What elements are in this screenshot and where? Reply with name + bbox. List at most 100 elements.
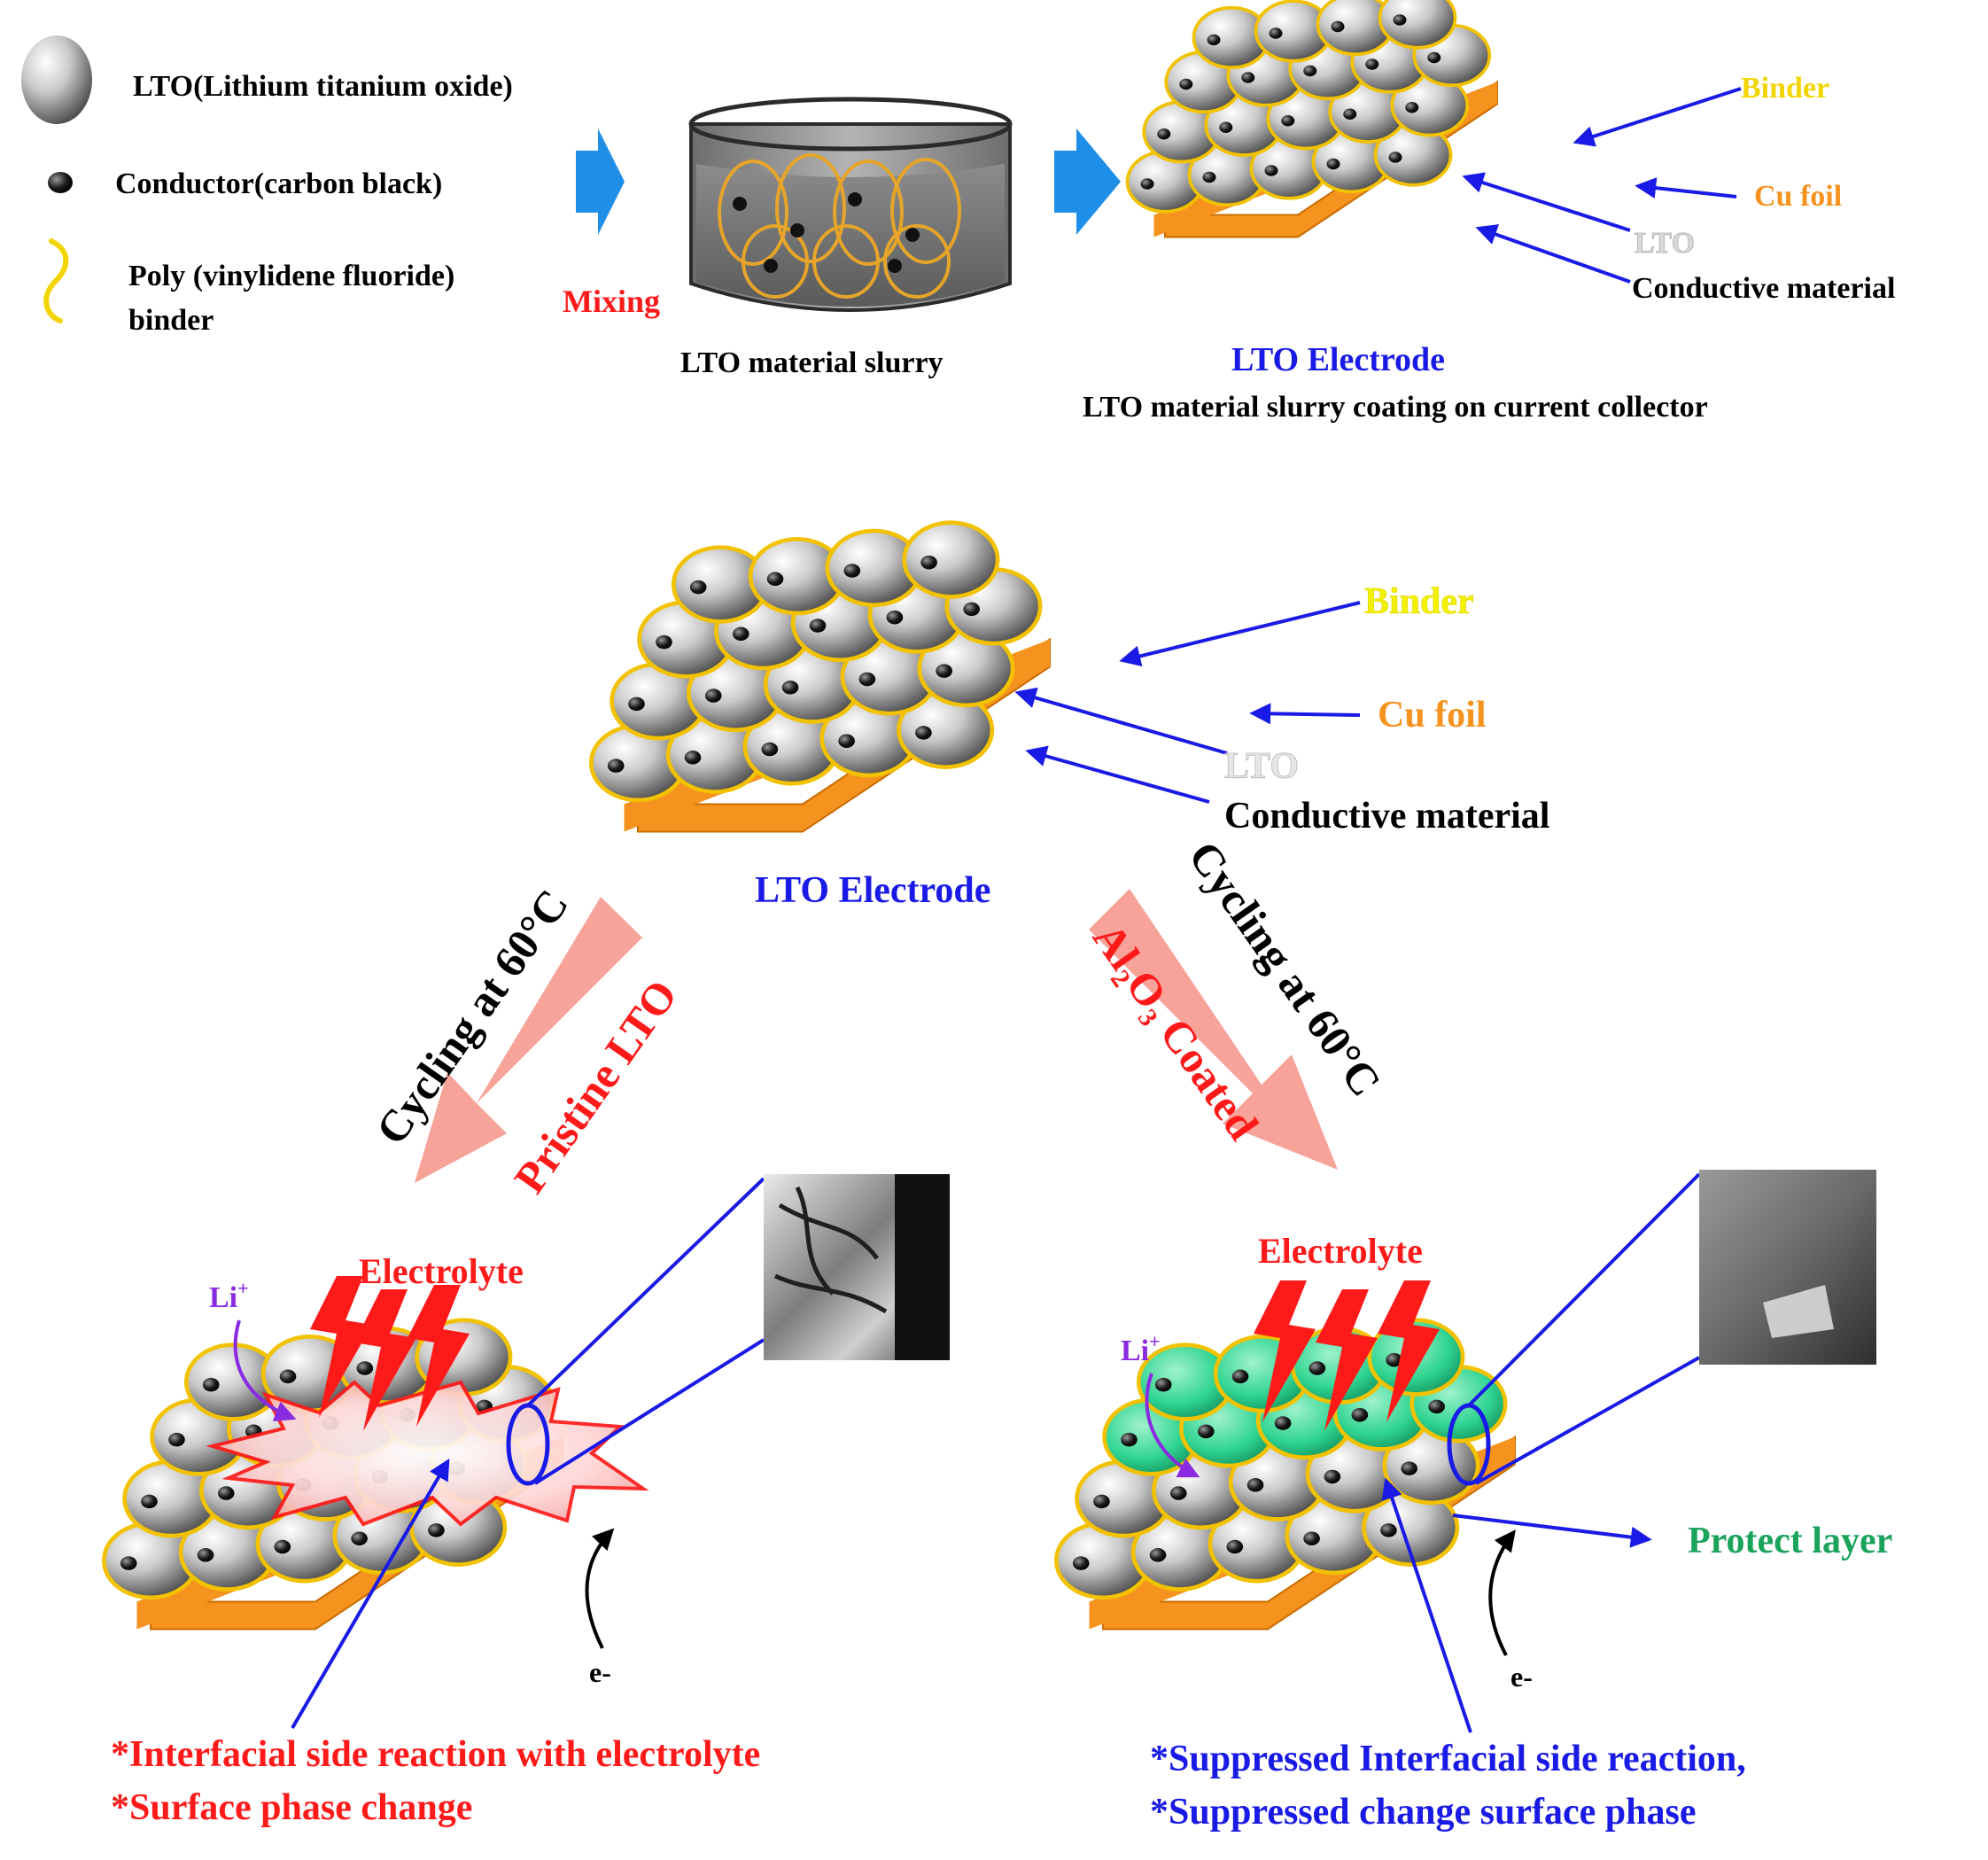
lto-particle [902,520,1000,599]
right-li-sup: + [1149,1330,1161,1352]
top-cufoil-leader [1635,177,1737,199]
carbon-black-dot [1386,1352,1402,1367]
top-binder-leader [1573,87,1742,147]
top-electrode-title: LTO Electrode [1231,341,1445,378]
lto-particle [183,1342,283,1421]
carbon-black-dot [1226,1539,1244,1554]
carbon-black-dot [1281,115,1295,127]
carbon-black-dot [1219,121,1233,133]
carbon-black-dot [1388,152,1402,163]
top-electrode [1125,0,1498,238]
carbon-black-dot [1274,1416,1292,1430]
left-li-arrow [233,1319,297,1421]
center-electrode-title: LTO Electrode [755,870,990,911]
protect-leader [1452,1514,1652,1548]
center-lto-label: LTO [1224,746,1299,787]
carbon-black-dot [1241,72,1255,83]
protect-layer-label: Protect layer [1688,1521,1892,1561]
carbon-black-dot [1264,165,1278,176]
carbon-black-dot [1303,65,1317,77]
carbon-black-dot [1427,51,1441,64]
left-electron-arrow [585,1528,615,1649]
lightning-bolts [310,1276,470,1431]
carbon-black-dot [1202,171,1216,183]
carbon-black-dot [1331,20,1345,33]
lto-particle [1390,74,1470,137]
carbon-black-dot [1309,1361,1326,1375]
right-li-arrow [1145,1373,1200,1478]
carbon-black-dot [217,1486,235,1500]
carbon-black-dot [1157,128,1171,140]
carbon-black-dot [858,672,876,687]
tem-dark-band [895,1174,950,1360]
left-li-label: Li+ [209,1277,249,1314]
carbon-black-dot [1343,108,1357,120]
right-result-line2: *Suppressed change surface phase [1150,1792,1696,1833]
slurry-beaker [688,97,1013,312]
carbon-black-dot [936,664,952,678]
carbon-black-dot [838,734,855,748]
beaker-rim [688,97,1013,152]
reaction-burst [206,1380,649,1527]
carbon-black-dot [1351,1407,1369,1422]
left-li-sup: + [237,1277,249,1299]
carbon-black-dot [1401,1461,1417,1475]
binder-squiggle-icon [43,238,69,323]
carbon-black-dot [1380,1523,1397,1537]
carbon-black-dot [1231,1369,1249,1384]
right-li-label: Li+ [1121,1330,1161,1367]
carbon-black-dot [920,555,937,570]
center-binder-leader [1119,601,1361,667]
carbon-black-dot [761,742,779,757]
carbon-black-dot [1324,1469,1341,1484]
center-lto-leader [1014,687,1228,755]
carbon-black-dot [120,1556,137,1570]
right-electron-label: e- [1510,1661,1533,1693]
carbon-black-dot [843,564,861,578]
left-result-line2: *Surface phase change [111,1787,472,1828]
carbon-black-dot [1169,1486,1187,1500]
tem-bright-spot [1763,1285,1834,1338]
carbon-black-dot [1326,158,1340,170]
pristine-reaction: Electrolyte Li+ e- *Interfacial side rea… [111,1174,950,1828]
center-conductive-label: Conductive material [1224,796,1549,837]
process-arrow-2 [1054,128,1121,235]
carbon-black-dot [428,1523,445,1537]
carbon-black-dot [1072,1556,1090,1570]
right-electron-arrow [1488,1529,1516,1656]
slurry-particles [718,153,961,299]
lto-particle [178,1513,276,1592]
right-zoom-line2 [1475,1356,1700,1485]
left-result-line1: *Interfacial side reaction with electrol… [111,1734,760,1775]
legend-binder-line2: binder [128,304,214,337]
coated-electrode [1053,1318,1516,1630]
legend-conductor-label: Conductor(carbon black) [115,167,442,200]
carbon-black-dot [1207,34,1221,46]
left-sample-label: Pristine LTO [504,970,687,1202]
center-electrode [588,520,1051,833]
lightning-bolt-icon [310,1276,372,1418]
right-coated-label: Al2O3 Coated [1079,914,1269,1151]
lto-particle-icon [21,35,92,124]
carbon-black-dot [356,1361,374,1375]
left-electrolyte-label: Electrolyte [359,1251,524,1291]
carbon-black-dot [274,1539,291,1554]
coated-reaction: Electrolyte Li+ Protect layer e- *Suppre… [1121,1170,1892,1833]
right-side-leader [1381,1477,1472,1733]
carbon-black-dot [1303,1531,1320,1545]
top-conductive-leader [1475,224,1631,284]
carbon-black-dot [1140,178,1154,190]
slurry-fill [696,164,1005,307]
center-binder-label: Binder [1364,581,1474,622]
carbon-black-dot [279,1369,297,1384]
lto-body [902,520,1000,599]
carbon-black-dot [1365,58,1379,70]
lightning-bolt-icon [1316,1289,1378,1431]
lto-particle [665,715,764,794]
carbon-black-dot [1405,102,1419,113]
right-li-text: Li [1121,1335,1149,1367]
center-cufoil-label: Cu foil [1378,695,1487,735]
process-arrow-1 [576,128,625,235]
